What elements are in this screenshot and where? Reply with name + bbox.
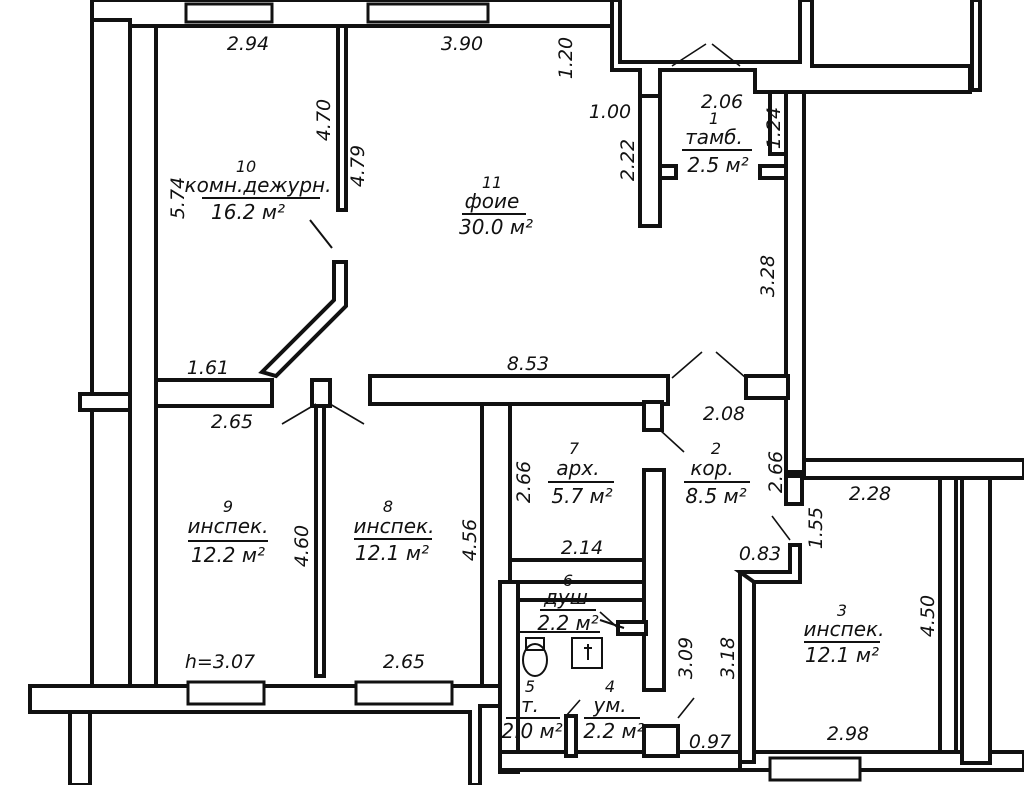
window-top-left — [184, 2, 274, 24]
room-6-name: душ — [543, 585, 588, 609]
room-7: 7 арх. 5.7 м² — [548, 439, 614, 508]
room-5: 5 т. 2.0 м² — [501, 677, 562, 743]
dim-label: 1.00 — [589, 101, 631, 123]
window-top-middle — [366, 2, 490, 24]
room-10-area: 16.2 м² — [211, 200, 285, 224]
dim-label: 4.50 — [917, 595, 939, 637]
room-8-number: 8 — [383, 497, 393, 516]
dim-label: 5.74 — [167, 177, 189, 219]
dim-label: 3.09 — [675, 637, 697, 679]
dim-label: 2.28 — [849, 483, 891, 505]
window-bottom-right — [768, 756, 862, 782]
door-storage — [677, 697, 695, 719]
room-6-number: 6 — [563, 571, 573, 590]
room-1-area: 2.5 м² — [687, 153, 748, 177]
dim-label: 1.20 — [555, 37, 577, 79]
dim-label: 2.22 — [617, 139, 639, 181]
dim-label: 4.56 — [459, 519, 481, 561]
room-5-area: 2.0 м² — [501, 719, 562, 743]
room-9: 9 инспек. 12.2 м² — [188, 497, 269, 567]
room-4-name: ум. — [592, 693, 626, 717]
room-11-number: 11 — [482, 173, 502, 192]
room-1: 1 тамб. 2.5 м² — [682, 109, 752, 177]
room-3-number: 3 — [837, 601, 847, 620]
room-5-number: 5 — [525, 677, 535, 696]
room-6-area: 2.2 м² — [537, 611, 598, 635]
door-foyer-corridor — [671, 351, 747, 379]
window-bottom-middle — [354, 680, 454, 706]
room-11: 11 фоие 30.0 м² — [459, 173, 533, 239]
dim-label: 0.97 — [689, 731, 731, 753]
room-2-name: кор. — [690, 456, 733, 480]
ceiling-height-note: h=3.07 — [185, 651, 255, 673]
room-2-number: 2 — [711, 439, 721, 458]
room-7-area: 5.7 м² — [551, 484, 612, 508]
room-4: 4 ум. 2.2 м² — [583, 677, 644, 743]
dim-label: 2.65 — [383, 651, 425, 673]
fixtures — [309, 219, 625, 677]
dim-label: 4.79 — [347, 145, 369, 187]
door-room-3 — [771, 515, 791, 541]
door-rooms-9-8 — [281, 403, 365, 425]
dim-label: 2.06 — [701, 91, 743, 113]
doors — [281, 43, 791, 719]
room-8: 8 инспек. 12.1 м² — [354, 497, 435, 565]
dim-label: 2.65 — [211, 411, 253, 433]
room-2-area: 8.5 м² — [685, 484, 746, 508]
room-11-area: 30.0 м² — [459, 215, 533, 239]
dim-label: 2.66 — [513, 461, 535, 503]
room-7-number: 7 — [569, 439, 580, 458]
dim-label: 2.14 — [561, 537, 603, 559]
room-3: 3 инспек. 12.1 м² — [804, 601, 885, 667]
room-6: 6 душ 2.2 м² — [537, 571, 598, 635]
toilet-icon — [522, 643, 548, 677]
windows — [184, 2, 862, 782]
room-3-area: 12.1 м² — [805, 643, 879, 667]
room-10: 10 комн.дежурн. 16.2 м² — [185, 157, 332, 224]
dim-label: 3.90 — [441, 33, 483, 55]
dim-label: 1.61 — [187, 357, 229, 379]
room-7-name: арх. — [556, 456, 599, 480]
room-9-area: 12.2 м² — [191, 543, 265, 567]
door-wc — [565, 699, 581, 717]
dim-label: 4.60 — [291, 525, 313, 567]
room-10-number: 10 — [236, 157, 256, 176]
room-3-name: инспек. — [804, 617, 885, 641]
dim-label: 0.83 — [739, 543, 781, 565]
dimensions: 2.94 3.90 1.20 1.00 2.06 1.24 2.22 4.70 … — [167, 33, 939, 753]
room-8-name: инспек. — [354, 514, 435, 538]
room-1-number: 1 — [709, 109, 719, 128]
room-2: 2 кор. 8.5 м² — [684, 439, 750, 508]
dim-label: 4.70 — [313, 99, 335, 141]
window-bottom-left — [186, 680, 266, 706]
room-10-name: комн.дежурн. — [185, 173, 332, 197]
room-11-name: фоие — [465, 189, 520, 213]
dim-label: 8.53 — [507, 353, 549, 375]
room-1-name: тамб. — [685, 125, 743, 149]
dim-label: 2.94 — [227, 33, 269, 55]
dim-label: 3.18 — [717, 637, 739, 679]
room-4-number: 4 — [605, 677, 615, 696]
dim-label: 3.28 — [757, 255, 779, 297]
door-shower — [599, 611, 619, 629]
room-8-area: 12.1 м² — [355, 541, 429, 565]
dim-label: 1.55 — [805, 507, 827, 549]
room-5-name: т. — [521, 693, 539, 717]
room-9-name: инспек. — [188, 514, 269, 538]
walls — [28, 0, 1024, 785]
room-4-area: 2.2 м² — [583, 719, 644, 743]
door-archive — [659, 429, 685, 453]
dim-label: 1.24 — [763, 107, 785, 149]
dim-label: 2.98 — [827, 723, 869, 745]
dim-label: 2.08 — [703, 403, 745, 425]
dim-label: 2.66 — [765, 451, 787, 493]
room-9-number: 9 — [223, 497, 233, 516]
door-entrance — [671, 43, 741, 67]
